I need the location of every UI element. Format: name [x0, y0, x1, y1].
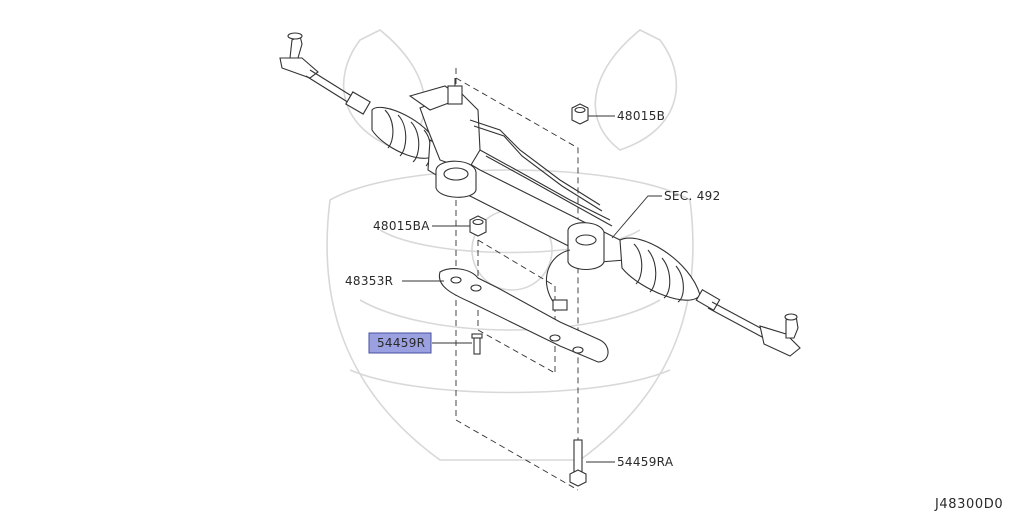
diagram-code: J48300D0 [934, 497, 1003, 511]
mounting-bracket [438, 268, 609, 363]
upper-nut [571, 103, 589, 125]
highlighted-part-label[interactable]: 54459R [368, 332, 432, 354]
label-nut-lower: 48015BA [373, 219, 430, 233]
label-bracket: 48353R [345, 274, 393, 288]
lower-nut [469, 215, 487, 237]
label-section-ref[interactable]: SEC. 492 [664, 189, 721, 203]
rack-housing [408, 78, 626, 311]
right-boot [619, 237, 701, 303]
leader-lines [402, 115, 662, 463]
left-boot [371, 106, 441, 167]
small-bolt [471, 333, 483, 355]
long-bolt [569, 439, 587, 487]
left-tie-rod-end [279, 32, 371, 115]
right-tie-rod-end [695, 289, 801, 357]
label-bolt-long: 54459RA [617, 455, 674, 469]
label-bolt-small[interactable]: 54459R [377, 336, 425, 350]
label-nut-upper: 48015B [617, 109, 665, 123]
